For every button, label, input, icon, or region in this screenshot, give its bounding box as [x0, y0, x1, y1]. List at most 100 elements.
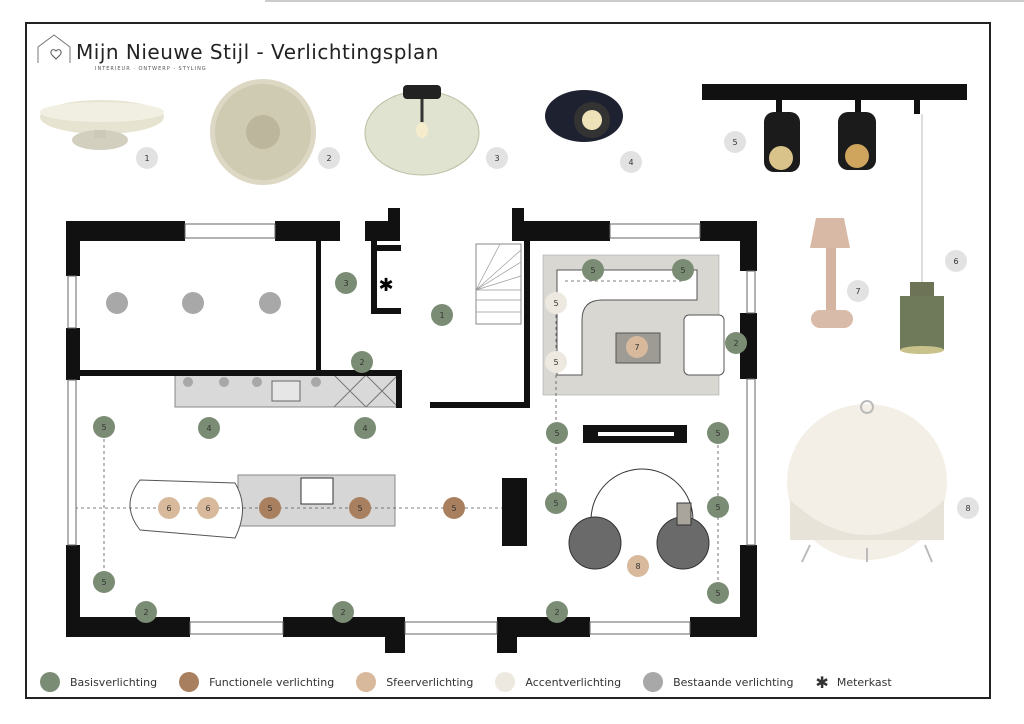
- light-marker-basis: 5: [707, 496, 729, 518]
- legend-label: Accentverlichting: [525, 675, 622, 689]
- legend-swatch: [179, 672, 200, 692]
- light-marker-functioneel: 5: [443, 497, 465, 519]
- marker-label: 4: [206, 424, 211, 433]
- legend-swatch: [495, 672, 516, 692]
- product-number-badge: 3: [486, 147, 508, 169]
- marker-label: 2: [340, 608, 345, 617]
- marker-label: 5: [590, 266, 595, 275]
- light-marker-basis: 5: [582, 259, 604, 281]
- marker-label: 1: [439, 311, 444, 320]
- light-marker-basis: 2: [332, 601, 354, 623]
- product-8-image: [787, 400, 947, 563]
- light-marker-basis: 5: [707, 422, 729, 444]
- marker-label: 5: [715, 589, 720, 598]
- light-marker-basis: 5: [93, 416, 115, 438]
- light-marker-basis: 5: [93, 571, 115, 593]
- product-number-badge: 2: [318, 147, 340, 169]
- marker-label: 5: [554, 429, 559, 438]
- product-7-image: [810, 218, 853, 328]
- existing-spot: [252, 377, 262, 387]
- product-number-badge: 6: [945, 250, 967, 272]
- page-title: Mijn Nieuwe Stijl - Verlichtingsplan: [76, 40, 439, 64]
- light-marker-sfeer: 6: [197, 497, 219, 519]
- marker-label: 3: [343, 279, 348, 288]
- product-number: 4: [628, 158, 633, 167]
- light-marker-basis: 2: [135, 601, 157, 623]
- light-marker-sfeer: 7: [626, 336, 648, 358]
- light-marker-basis: 5: [707, 582, 729, 604]
- marker-label: 2: [359, 358, 364, 367]
- legend-swatch: [356, 672, 377, 692]
- windows: [67, 223, 756, 635]
- product-6-image: [900, 282, 944, 354]
- marker-label: 5: [715, 503, 720, 512]
- legend-label: Bestaande verlichting: [673, 675, 794, 689]
- legend-label: Functionele verlichting: [209, 675, 335, 689]
- lounge-chair-left: [568, 516, 622, 570]
- product-number: 1: [144, 154, 149, 163]
- product-number: 5: [732, 138, 737, 147]
- legend-label: Sfeerverlichting: [386, 675, 474, 689]
- legend-item-meterkast: ✱ Meterkast: [815, 673, 891, 692]
- marker-label: 5: [553, 299, 558, 308]
- marker-label: 5: [553, 499, 558, 508]
- marker-label: 2: [733, 339, 738, 348]
- product-number-badge: 5: [724, 131, 746, 153]
- product-number-badge: 8: [957, 497, 979, 519]
- legend-label: Meterkast: [836, 675, 892, 689]
- meterkast-icon: ✱: [815, 672, 829, 692]
- legend-swatch: [40, 672, 60, 692]
- light-marker-basis: 5: [672, 259, 694, 281]
- marker-label: 5: [451, 504, 456, 513]
- product-3-image: [364, 85, 480, 176]
- legend-item-accent: Accentverlichting: [495, 672, 621, 692]
- light-marker-functioneel: 5: [259, 497, 281, 519]
- light-marker-bestaand: [182, 292, 204, 314]
- product-number-badge: 4: [620, 151, 642, 173]
- light-marker-sfeer: 6: [158, 497, 180, 519]
- meterkast-icon: ✱: [378, 275, 393, 296]
- light-marker-functioneel: 5: [349, 497, 371, 519]
- product-number: 8: [965, 504, 970, 513]
- product-1-image: [40, 100, 164, 150]
- corner-sofa: [556, 269, 698, 376]
- light-marker-basis: 2: [725, 332, 747, 354]
- product-number-badge: 1: [136, 147, 158, 169]
- round-rug: [590, 468, 694, 521]
- marker-label: 5: [267, 504, 272, 513]
- cooktop: [300, 477, 334, 505]
- light-marker-bestaand: [106, 292, 128, 314]
- light-marker-basis: 5: [545, 492, 567, 514]
- tagline: INTERIEUR · ONTWERP · STYLING: [95, 66, 207, 72]
- marker-label: 2: [554, 608, 559, 617]
- stairs: [475, 243, 522, 325]
- marker-label: 5: [553, 358, 558, 367]
- product-number-badge: 7: [847, 280, 869, 302]
- board-frame: [25, 22, 991, 699]
- marker-label: 4: [362, 424, 367, 433]
- light-marker-basis: 4: [198, 417, 220, 439]
- light-marker-basis: 5: [546, 422, 568, 444]
- product-number: 6: [953, 257, 958, 266]
- existing-spot: [183, 377, 193, 387]
- legend-item-sfeer: Sfeerverlichting: [356, 672, 473, 692]
- marker-label: 6: [166, 504, 171, 513]
- existing-spot: [219, 377, 229, 387]
- marker-label: 5: [680, 266, 685, 275]
- marker-label: 2: [143, 608, 148, 617]
- dining-table: [129, 479, 243, 539]
- light-marker-bestaand: [259, 292, 281, 314]
- product-4-image: [545, 90, 623, 142]
- light-marker-basis: 2: [351, 351, 373, 373]
- marker-label: 5: [715, 429, 720, 438]
- light-marker-basis: 1: [431, 304, 453, 326]
- top-divider: [265, 0, 1024, 2]
- marker-label: 5: [101, 423, 106, 432]
- legend-label: Basisverlichting: [70, 675, 158, 689]
- legend-item-functioneel: Functionele verlichting: [179, 672, 334, 692]
- product-number: 7: [855, 287, 860, 296]
- existing-spot: [311, 377, 321, 387]
- product-number: 3: [494, 154, 499, 163]
